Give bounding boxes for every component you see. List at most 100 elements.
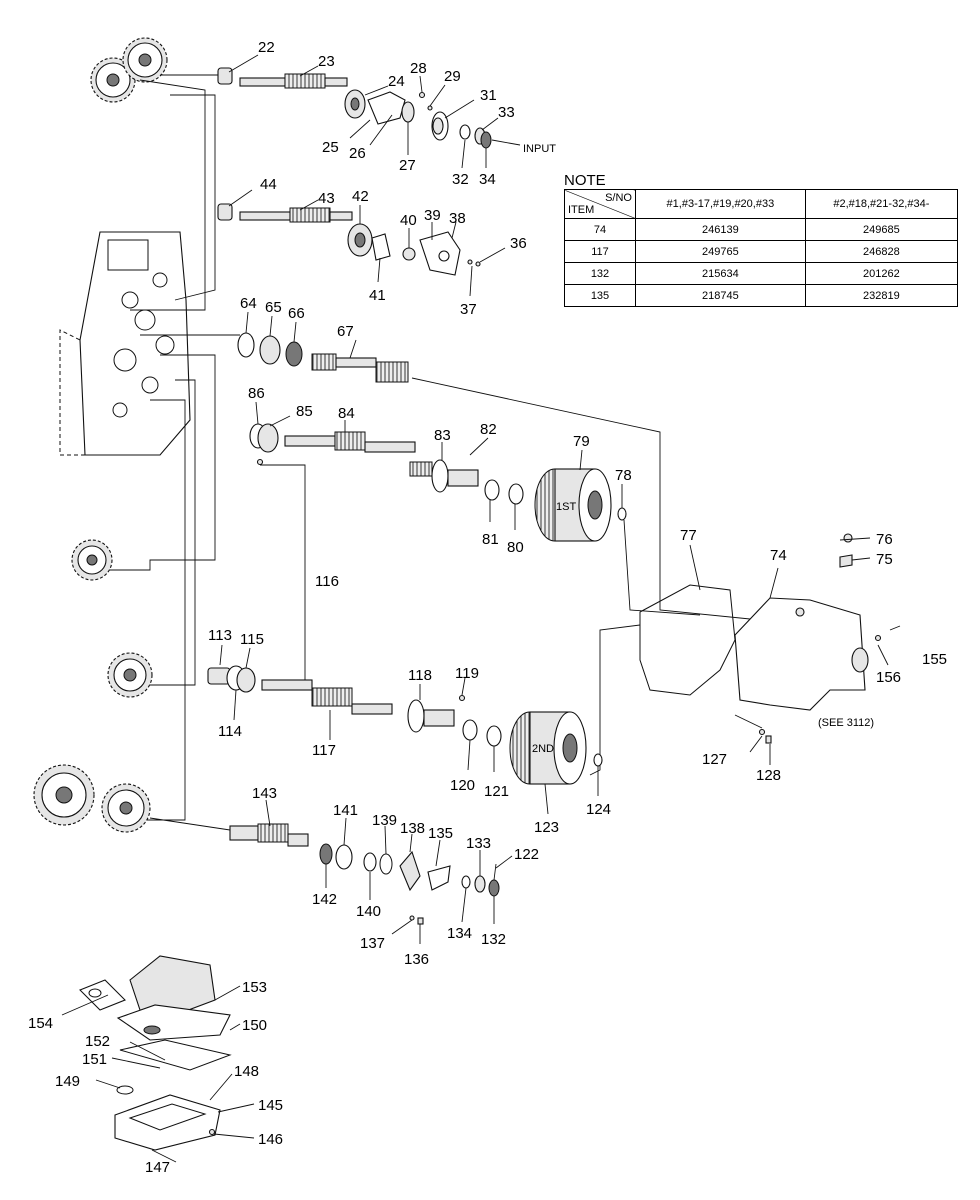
callout-154: 154	[28, 1015, 53, 1032]
serial-note: NOTE S/NO ITEM #1,#3-17,#19,#20,#33 #2,#…	[564, 172, 959, 307]
callout-83: 83	[434, 427, 451, 444]
callout-147: 147	[145, 1159, 170, 1176]
callout-121: 121	[484, 783, 509, 800]
table-row: 74 246139 249685	[564, 218, 959, 241]
callout-122: 122	[514, 846, 539, 863]
row-value-b: 232819	[804, 284, 959, 307]
callout-113: 113	[208, 627, 232, 644]
oil-pan-assembly	[79, 955, 232, 1151]
callout-124: 124	[586, 801, 611, 818]
callout-119: 119	[455, 665, 479, 682]
callout-140: 140	[356, 903, 381, 920]
callout-25: 25	[322, 139, 339, 156]
callout-79: 79	[573, 433, 590, 450]
callout-152: 152	[85, 1033, 110, 1050]
callout-77: 77	[680, 527, 697, 544]
callout-146: 146	[258, 1131, 283, 1148]
callout-135: 135	[428, 825, 453, 842]
callout-149: 149	[55, 1073, 80, 1090]
callout-75: 75	[876, 551, 893, 568]
callout-33: 33	[498, 104, 515, 121]
top-gear-pair	[90, 37, 168, 103]
callout-64: 64	[240, 295, 257, 312]
callout-42: 42	[352, 188, 369, 205]
shaft-143-assembly	[149, 817, 500, 925]
callout-118: 118	[408, 667, 432, 684]
gasket-77	[639, 584, 736, 696]
table-row: 132 215634 201262	[564, 262, 959, 285]
callout-81: 81	[482, 531, 499, 548]
part-22	[217, 67, 233, 85]
gasket-150	[119, 1039, 232, 1071]
callout-114: 114	[218, 723, 242, 740]
shaft-117-assembly	[207, 665, 603, 785]
callout-132: 132	[481, 931, 506, 948]
callout-24: 24	[388, 73, 405, 90]
shaft-67-assembly	[237, 332, 409, 383]
callout-136: 136	[404, 951, 429, 968]
row-value-b: 249685	[804, 218, 959, 241]
middle-gear	[71, 539, 113, 581]
callout-44: 44	[260, 176, 277, 193]
rear-cover-assembly	[639, 533, 901, 744]
callout-27: 27	[399, 157, 416, 174]
callout-65: 65	[265, 299, 282, 316]
oil-pan-145	[114, 1094, 221, 1151]
gear-79	[534, 468, 612, 542]
header-col2: #2,#18,#21-32,#34-	[804, 189, 959, 219]
callout-115: 115	[240, 631, 264, 648]
callout-134: 134	[447, 925, 472, 942]
callout-139: 139	[372, 812, 397, 829]
shaft-84-assembly	[249, 423, 627, 542]
callout-85: 85	[296, 403, 313, 420]
gear-123	[509, 711, 587, 785]
callout-labels: 22 23 24 25 26 27 28 29 31 32 33 34 INPU…	[28, 39, 947, 1176]
callout-153: 153	[242, 979, 267, 996]
row-value-a: 249765	[635, 240, 806, 263]
row-value-b: 246828	[804, 240, 959, 263]
callout-34: 34	[479, 171, 496, 188]
strainer-153	[129, 955, 216, 1016]
callout-141: 141	[333, 802, 358, 819]
note-title: NOTE	[564, 172, 606, 189]
header-col1: #1,#3-17,#19,#20,#33	[635, 189, 806, 219]
table-row: 135 218745 232819	[564, 284, 959, 307]
row-value-b: 201262	[804, 262, 959, 285]
callout-78: 78	[615, 467, 632, 484]
callout-40: 40	[400, 212, 417, 229]
callout-148: 148	[234, 1063, 259, 1080]
callout-123: 123	[534, 819, 559, 836]
callout-133: 133	[466, 835, 491, 852]
header-item: ITEM	[568, 204, 595, 216]
callout-116: 116	[315, 573, 339, 590]
callout-22: 22	[258, 39, 275, 56]
serial-number-table: S/NO ITEM #1,#3-17,#19,#20,#33 #2,#18,#2…	[564, 189, 959, 307]
row-value-a: 215634	[635, 262, 806, 285]
first-gear-label: 1ST	[556, 501, 576, 513]
row-item: 132	[564, 262, 636, 285]
input-label: INPUT	[523, 143, 556, 155]
callout-67: 67	[337, 323, 354, 340]
callout-151: 151	[82, 1051, 107, 1068]
callout-128: 128	[756, 767, 781, 784]
callout-76: 76	[876, 531, 893, 548]
table-header-row: S/NO ITEM #1,#3-17,#19,#20,#33 #2,#18,#2…	[564, 189, 959, 219]
callout-84: 84	[338, 405, 355, 422]
second-gear-label: 2ND	[532, 743, 554, 755]
callout-80: 80	[507, 539, 524, 556]
lower-gear-pair	[33, 764, 151, 833]
row-item: 135	[564, 284, 636, 307]
callout-137: 137	[360, 935, 385, 952]
callout-39: 39	[424, 207, 441, 224]
callout-36: 36	[510, 235, 527, 252]
callout-74: 74	[770, 547, 787, 564]
callout-37: 37	[460, 301, 477, 318]
cover-74	[734, 597, 866, 711]
gasket-154	[79, 979, 126, 1011]
row-item: 74	[564, 218, 636, 241]
part-25	[367, 91, 406, 125]
row-value-a: 246139	[635, 218, 806, 241]
callout-31: 31	[480, 87, 497, 104]
callout-23: 23	[318, 53, 335, 70]
